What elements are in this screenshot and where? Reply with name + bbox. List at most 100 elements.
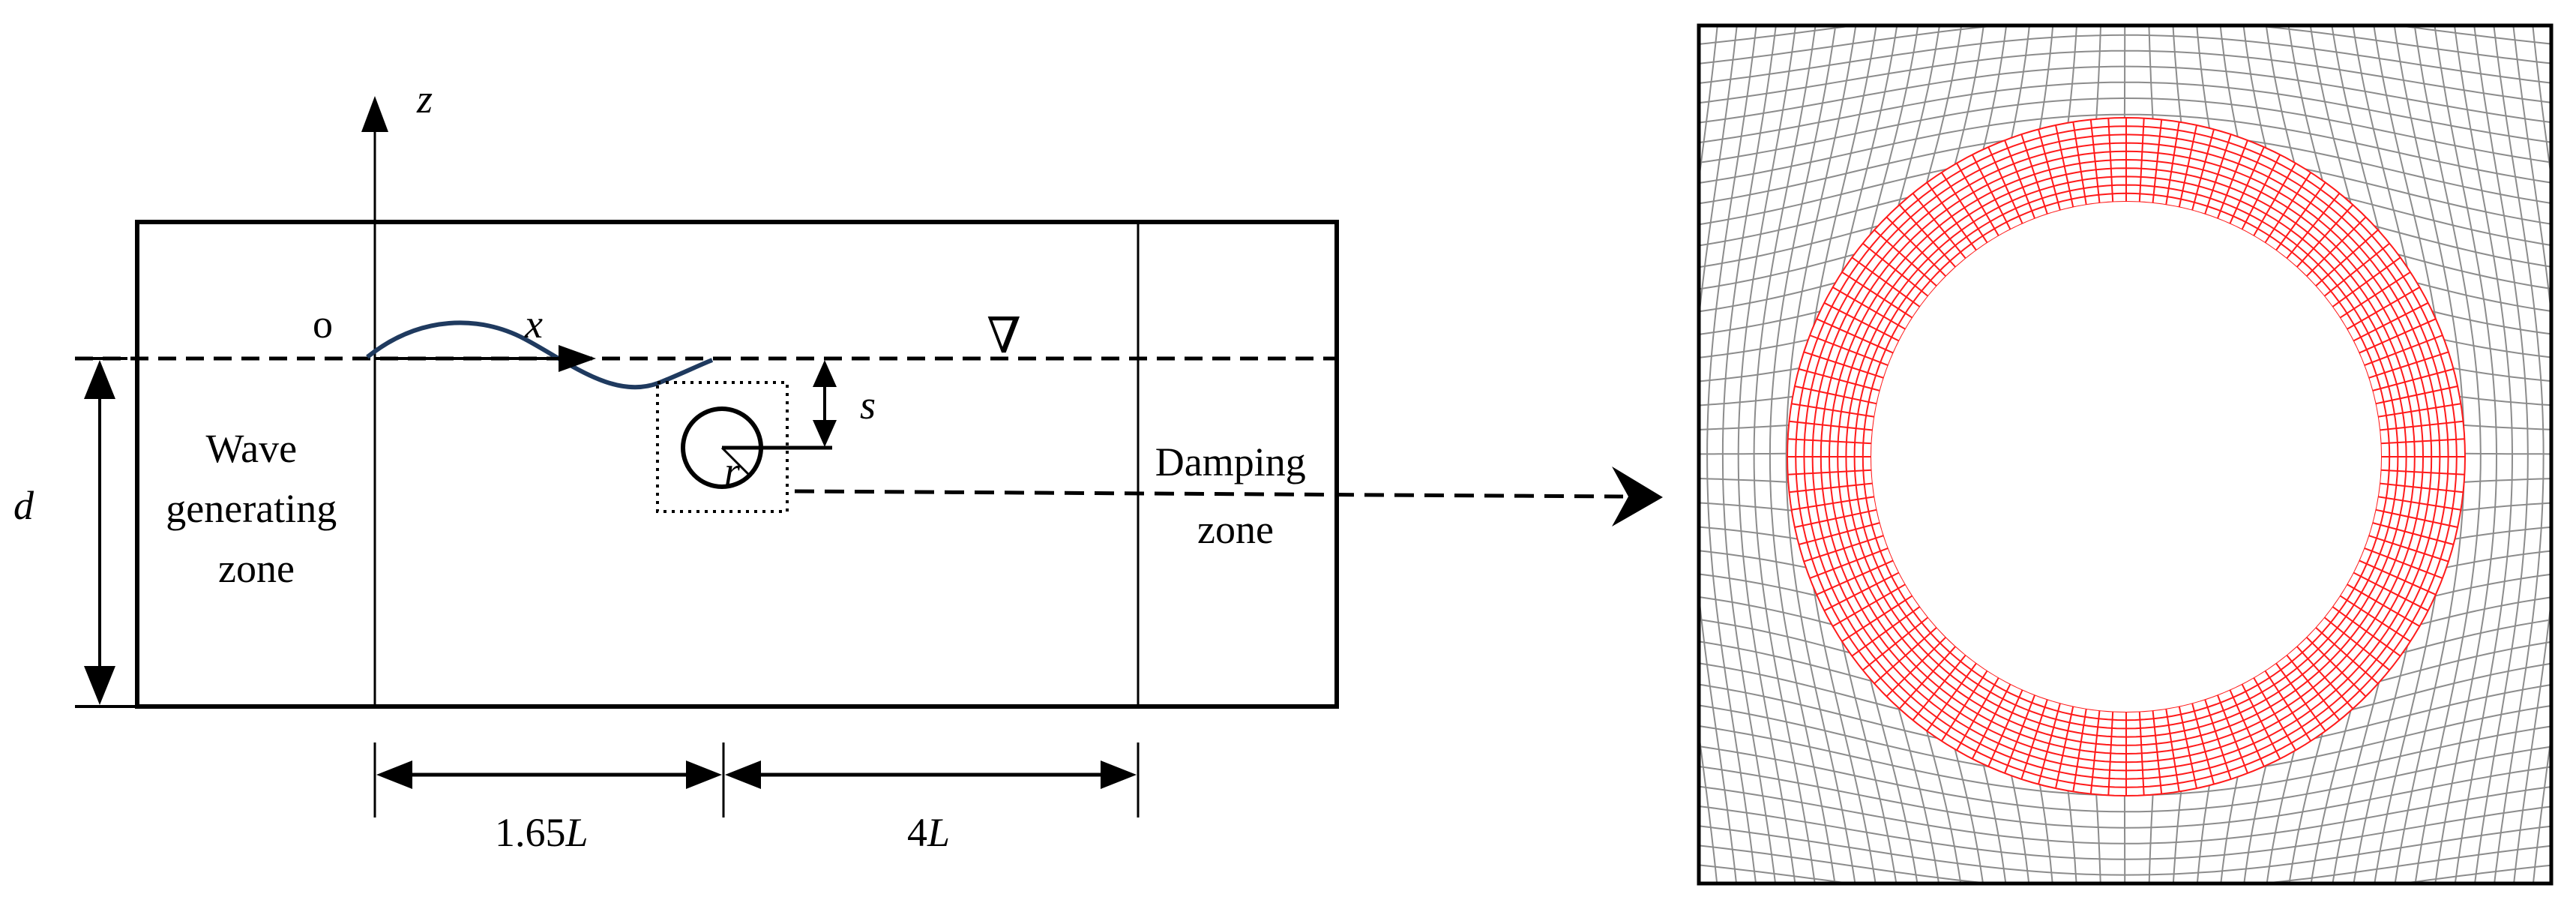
ring-mesh-radial-line — [2004, 694, 2036, 774]
ring-mesh-radial-line — [2380, 469, 2465, 476]
ring-mesh-radial-line — [1787, 438, 1872, 445]
ring-mesh-radial-line — [1851, 256, 1921, 308]
mesh-grid-line-horizontal — [1699, 805, 2551, 860]
ring-mesh-radial-line — [1912, 193, 1966, 260]
ring-mesh-radial-line — [2241, 683, 2281, 760]
ring-mesh-radial-line — [2089, 119, 2101, 204]
mesh-grid-line-horizontal — [1699, 81, 2551, 144]
mesh-grid-line-horizontal — [1699, 765, 2551, 829]
dim-right-arrow-end — [1101, 760, 1137, 789]
ring-mesh-radial-line — [1898, 646, 1957, 710]
ring-mesh-radial-line — [2165, 122, 2180, 206]
ring-mesh-radial-line — [1851, 605, 1921, 657]
ring-mesh-radial-line — [1898, 204, 1957, 268]
ring-mesh-radial-line — [1789, 482, 1874, 494]
submergence-arrow-up — [813, 360, 837, 387]
ring-mesh-radial-line — [2377, 403, 2461, 418]
ring-mesh-radial-line — [2339, 595, 2411, 643]
ring-mesh-radial-line — [1886, 216, 1947, 278]
ring-mesh-radial-line — [2089, 710, 2101, 794]
mesh-grid-line-horizontal — [1699, 113, 2551, 184]
damping-zone-line2: zone — [1197, 507, 1274, 552]
ring-mesh-radial-line — [2368, 351, 2449, 379]
wave-zone-line2: generating — [166, 486, 337, 531]
ring-mesh-radial-line — [2323, 242, 2390, 297]
ring-mesh-radial-line — [1841, 595, 1913, 643]
x-axis-label: x — [524, 302, 543, 346]
ring-mesh-radial-line — [2364, 334, 2443, 367]
mesh-grid-line-horizontal — [1699, 785, 2551, 844]
ring-mesh-radial-line — [2072, 122, 2087, 206]
ring-mesh-radial-line — [1799, 368, 1880, 392]
depth-label: d — [13, 483, 34, 528]
ring-mesh-radial-line — [1803, 535, 1884, 562]
wave-tank-schematic: z x o ∇ d Wave generating zone Damping z… — [13, 76, 1663, 855]
ring-mesh-radial-line — [1787, 469, 1872, 476]
ring-mesh-radial-line — [1832, 584, 1907, 627]
ring-mesh-radial-line — [2332, 605, 2401, 657]
ring-mesh-radial-line — [2359, 560, 2437, 596]
damping-zone-line1: Damping — [1155, 440, 1306, 484]
wave-zone-line1: Wave — [205, 426, 297, 471]
dim-right-number: 4 — [907, 810, 927, 855]
ring-mesh-radial-line — [2346, 286, 2420, 330]
ring-mesh-radial-line — [1940, 670, 1988, 742]
ring-mesh-radial-line — [2253, 163, 2296, 237]
ring-mesh-radial-line — [2191, 129, 2215, 211]
ring-mesh-radial-line — [1862, 616, 1929, 671]
mesh-grid-line-vertical — [1660, 5, 1700, 904]
cylinder-radius-line — [720, 446, 751, 477]
mesh-grid-line-horizontal — [1699, 97, 2551, 164]
mesh-grid-line-horizontal — [1679, 0, 2572, 26]
ring-mesh-radial-line — [1971, 683, 2011, 760]
ring-mesh-radial-line — [2152, 710, 2163, 794]
dim-left-number: 1.65 — [495, 810, 566, 855]
ring-mesh-radial-line — [2216, 140, 2248, 219]
depth-arrow-up — [84, 360, 115, 399]
ring-mesh-radial-line — [1971, 154, 2011, 230]
ring-mesh-radial-line — [2286, 654, 2341, 721]
dim-left-label: 1.65L — [495, 810, 589, 855]
ring-mesh-radial-line — [2229, 146, 2265, 224]
ring-mesh-radial-line — [1803, 351, 1884, 379]
ring-mesh-radial-line — [1809, 334, 1889, 367]
mesh-grid-line-horizontal — [1699, 50, 2551, 104]
zoom-arrow-line — [794, 489, 1624, 499]
ring-mesh-radial-line — [2315, 229, 2379, 287]
ring-mesh-radial-line — [2359, 318, 2437, 354]
mesh-grid-line-horizontal — [1699, 746, 2551, 813]
ring-mesh-radial-line — [1791, 496, 1875, 511]
ring-mesh-radial-line — [2377, 496, 2461, 511]
mesh-grid-line-horizontal — [1699, 26, 2551, 64]
ring-mesh-radial-line — [2178, 706, 2197, 789]
ring-mesh-radial-line — [2323, 616, 2390, 671]
ring-mesh-radial-line — [2339, 271, 2411, 319]
mesh-grid-line-horizontal — [1679, 883, 2572, 908]
ring-mesh-radial-line — [2229, 689, 2265, 767]
ring-mesh-radial-line — [2353, 302, 2429, 342]
mesh-grid-line-vertical — [1644, 7, 1681, 902]
ring-mesh-radial-line — [1799, 522, 1880, 545]
ring-mesh-radial-line — [2138, 711, 2145, 796]
mesh-grid-line-vertical — [2570, 7, 2576, 903]
ring-mesh-radial-line — [2379, 420, 2464, 431]
ring-mesh-radial-line — [2072, 708, 2087, 792]
ring-mesh-radial-line — [2107, 118, 2114, 202]
ring-mesh-radial-line — [2315, 626, 2379, 685]
ring-mesh-radial-line — [2375, 508, 2458, 528]
submergence-arrow-down — [813, 420, 837, 447]
mesh-grid-line-horizontal — [1699, 825, 2551, 876]
mesh-grid-line-horizontal — [1699, 34, 2551, 84]
ring-mesh-radial-line — [1912, 654, 1966, 721]
ring-mesh-radial-line — [1956, 676, 1999, 751]
ring-mesh-radial-line — [2296, 646, 2354, 710]
ring-mesh-radial-line — [1886, 636, 1947, 698]
ring-mesh-radial-line — [1926, 182, 1978, 251]
ring-mesh-radial-line — [1987, 146, 2023, 224]
radius-label: r — [724, 448, 741, 494]
mesh-grid-line-horizontal — [1680, 0, 2570, 7]
cylinder-mesh-region-box — [656, 381, 789, 513]
ring-mesh-radial-line — [1794, 386, 1877, 405]
cylinder-ring-mesh — [1786, 116, 2466, 797]
